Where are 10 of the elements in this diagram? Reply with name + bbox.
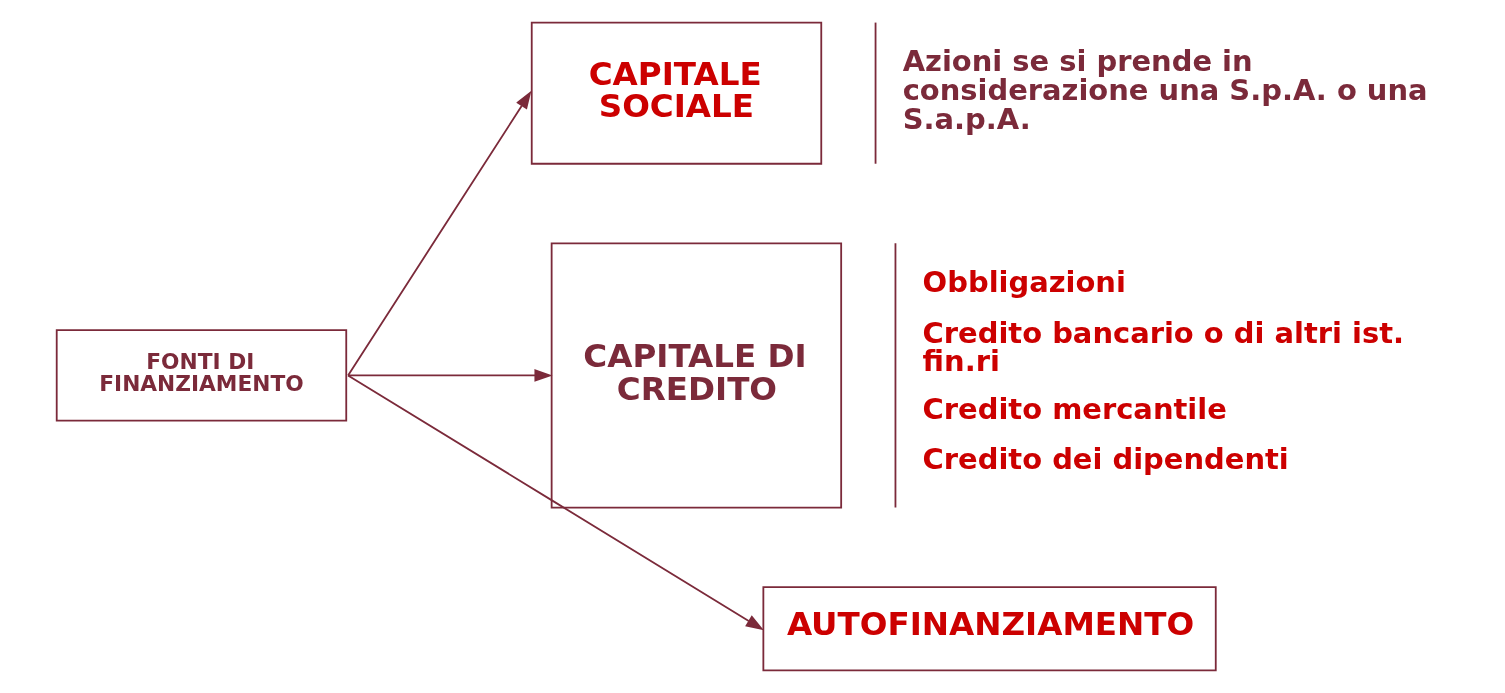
node-box: FONTI DI FINANZIAMENTO [55,329,348,422]
arrow [347,90,532,377]
node-label: Azioni se si prende in considerazione una S.p.A. o una S.a.p.A. [902,44,1428,136]
node-label: Credito mercantile [922,391,1227,426]
arrow [347,374,764,631]
arrow [347,369,553,382]
node-label: Credito bancario o di altri ist. fin.ri [922,315,1405,379]
node-box: AUTOFINANZIAMENTO [762,586,1217,672]
node-label: Obbligazioni [922,264,1126,299]
node-label: Credito dei dipendenti [922,442,1289,477]
